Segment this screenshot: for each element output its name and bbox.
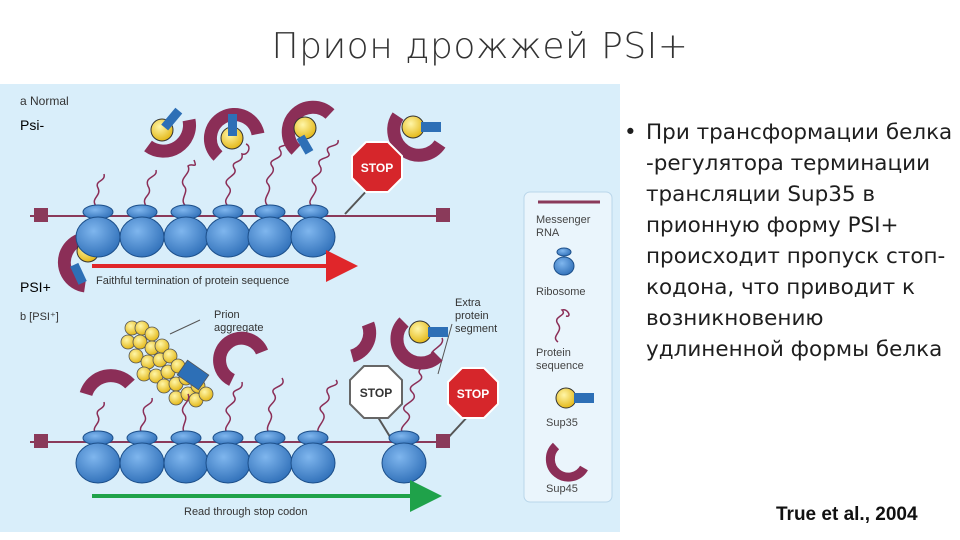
legend-protein-2: sequence [536,360,584,372]
panel-a-label: a Normal [20,94,69,108]
legend-protein-icon [554,309,570,343]
stop-label-a: STOP [361,161,393,175]
legend-ribosome-icon [553,247,575,276]
extra-segment-label-3: segment [455,323,497,335]
slide-title: Прион дрожжей PSI+ [271,26,689,67]
arrow-a-label: Faithful termination of protein sequence [96,275,289,287]
stop-sign-b-white: STOP [349,365,403,441]
protein-squiggles-b [93,337,444,435]
psi-minus-tag: Psi- [20,117,44,133]
sup-complex-b1 [390,317,448,370]
legend-sup45-icon [545,442,588,482]
panel-b-label: b [PSI⁺] [20,311,59,323]
protein-squiggles-a [93,139,339,207]
ribosomes-a [75,204,336,258]
prion-figure: a Normal Psi- STOP [0,84,620,532]
sup45-free-b [79,321,377,397]
prion-aggregate-label-1: Prion [214,309,240,321]
citation: True et al., 2004 [776,504,918,525]
arrow-b-label: Read through stop codon [184,506,308,518]
mrna-caps-a [34,208,450,222]
mrna-caps-b [34,434,450,448]
legend-mrna-2: RNA [536,227,560,239]
prion-aggregate [120,320,214,408]
legend-sup35-icon [555,387,594,409]
sup-complex-a3 [203,108,265,161]
bullet-item: • При трансформации белка -регулятора те… [624,117,960,365]
figure-svg: a Normal Psi- STOP [0,84,620,532]
bullet-text: При трансформации белка -регулятора терм… [646,120,953,362]
sup-complex-a2 [144,107,196,158]
extra-segment-label-1: Extra [455,297,482,309]
legend-sup35: Sup35 [546,417,578,429]
sup-complex-a4 [281,100,335,155]
psi-plus-tag: PSI+ [20,279,51,295]
extra-segment-label-2: protein [455,310,489,322]
legend-mrna-1: Messenger [536,214,591,226]
legend-ribosome: Ribosome [536,286,586,298]
ribosomes-b [75,430,427,484]
legend-protein-1: Protein [536,347,571,359]
stop-label-b1: STOP [360,386,392,400]
stop-sign-a: STOP [344,141,403,215]
sup-complex-a5 [387,112,446,162]
legend-box [523,191,613,503]
bullet-dot-icon: • [624,120,637,145]
prion-aggregate-label-2: aggregate [214,322,264,334]
stop-label-b2: STOP [457,387,489,401]
legend-sup45: Sup45 [546,483,578,495]
